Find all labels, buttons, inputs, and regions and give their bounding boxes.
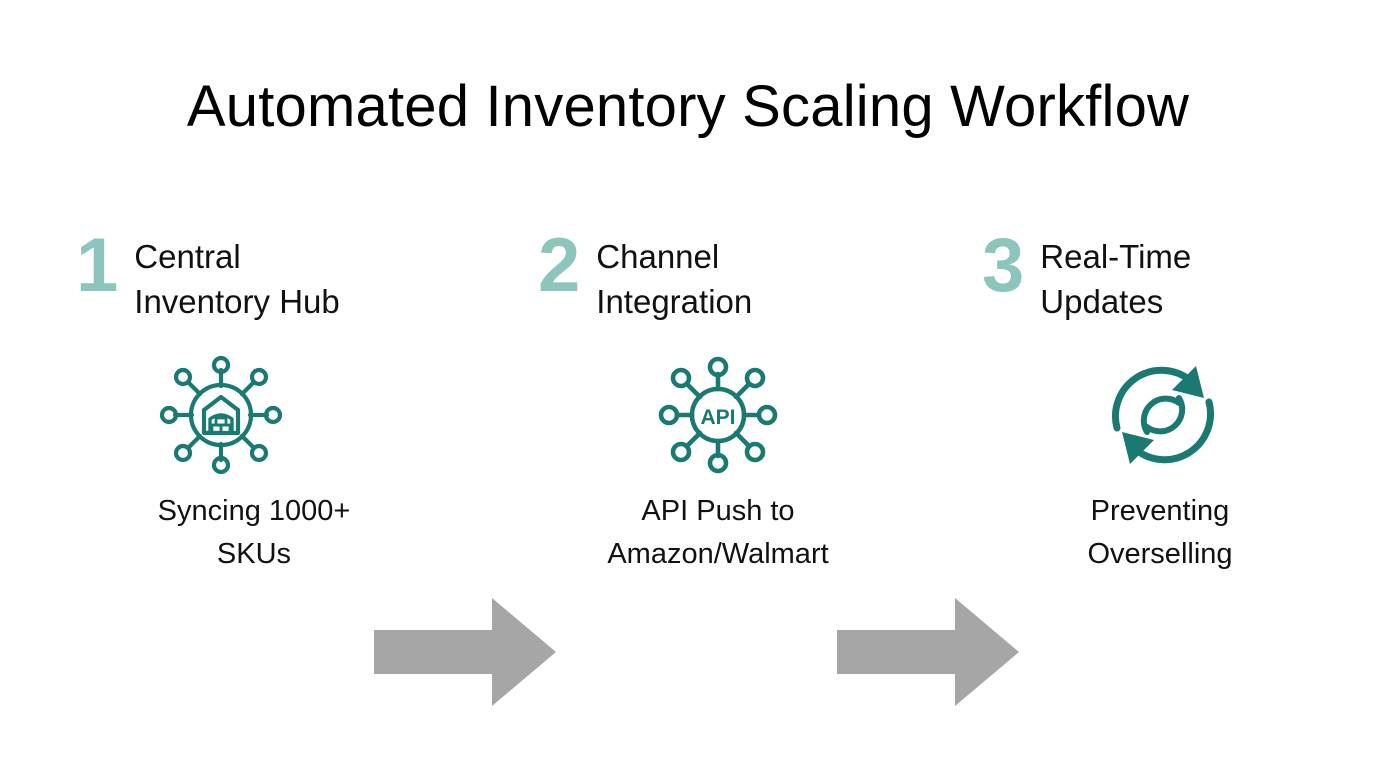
- step-3-heading: Real-Time Updates: [1040, 238, 1192, 320]
- api-icon-label: API: [700, 406, 735, 429]
- workflow-step-2: 2 Channel Integration: [528, 228, 868, 588]
- workflow-step-3: 3 Real-Time Updates: [968, 228, 1308, 588]
- page-title: Automated Inventory Scaling Workflow: [186, 74, 1190, 139]
- step-3-caption: Preventing Overselling: [1087, 495, 1233, 570]
- step-1-caption: Syncing 1000+ SKUs: [157, 495, 351, 570]
- workflow-steps: 1 Central Inventory Hub: [0, 228, 1376, 706]
- step-1-header: 1 Central Inventory Hub: [66, 228, 406, 340]
- step-1-number: 1: [76, 223, 119, 308]
- step-1-heading: Central Inventory Hub: [134, 238, 340, 320]
- workflow-step-1: 1 Central Inventory Hub: [66, 228, 406, 588]
- warehouse-network-icon: [151, 356, 291, 474]
- step-2-heading: Channel Integration: [596, 238, 753, 320]
- step-2-caption: API Push to Amazon/Walmart: [607, 495, 829, 570]
- step-3-number: 3: [982, 223, 1025, 308]
- refresh-sync-icon: [1093, 356, 1233, 474]
- api-network-icon: API: [648, 356, 788, 474]
- step-2-number: 2: [538, 223, 581, 308]
- arrow-right-icon-2: [837, 596, 1019, 708]
- step-2-header: 2 Channel Integration: [528, 228, 868, 340]
- step-3-header: 3 Real-Time Updates: [968, 228, 1308, 340]
- arrow-right-icon-1: [374, 596, 556, 708]
